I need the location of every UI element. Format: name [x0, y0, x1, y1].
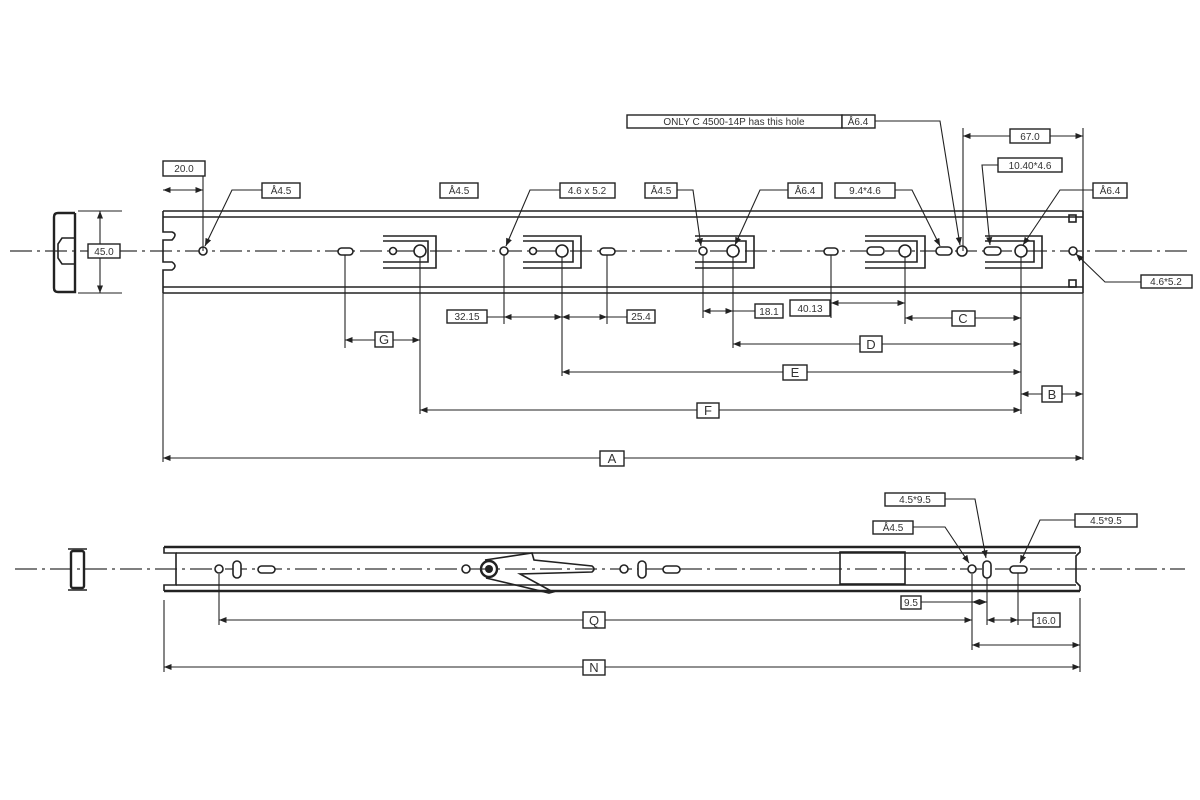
dim-32-15: 32.15 — [454, 312, 479, 323]
dim-40-13: 40.13 — [797, 304, 822, 315]
hole-45-mid-label: Å4.5 — [651, 184, 672, 197]
dim-D: D — [866, 337, 875, 352]
callouts: 4.5*9.5 Å4.5 4.5*9.5 — [872, 492, 1138, 564]
holes — [214, 552, 1028, 594]
dim-25-4: 25.4 — [631, 312, 651, 323]
callouts: 20.0 Å4.5 Å4.5 4.6 x 5.2 Å4.5 Å6.4 9.4*4… — [162, 114, 1193, 460]
slot-46x52-rear-label: 4.6*5.2 — [1150, 277, 1182, 288]
dim-F: F — [704, 403, 712, 418]
slot-1040x46-label: 10.40*4.6 — [1009, 161, 1052, 172]
hole-64-rear-label: Å6.4 — [1100, 184, 1121, 197]
slot-45x95-a-label: 4.5*9.5 — [899, 495, 931, 506]
dim-20: 20.0 — [174, 164, 194, 175]
dim-16: 16.0 — [1036, 616, 1056, 627]
dim-18-1: 18.1 — [759, 307, 779, 318]
profile-section: 45.0 — [52, 210, 122, 294]
dimension-lines: G 32.15 25.4 18.1 40.13 C D E — [162, 255, 1083, 467]
only-hole-note: ONLY C 4500-14P has this hole — [663, 117, 805, 128]
hole-64-mid-label: Å6.4 — [795, 184, 816, 197]
hole-45-label: Å4.5 — [883, 521, 904, 534]
bottom-view: 4.5*9.5 Å4.5 4.5*9.5 9.5 16.0 — [15, 492, 1185, 676]
height-dim: 45.0 — [94, 247, 114, 258]
hole-label-2: Å4.5 — [449, 184, 470, 197]
rail-body — [163, 545, 1081, 593]
dim-C: C — [958, 311, 967, 326]
holes — [198, 235, 1078, 269]
slot-46x52-label: 4.6 x 5.2 — [568, 186, 607, 197]
dim-B: B — [1048, 387, 1057, 402]
top-view: 45.0 — [10, 114, 1193, 467]
slot-45x95-b-label: 4.5*9.5 — [1090, 516, 1122, 527]
dim-E: E — [791, 365, 800, 380]
dim-67: 67.0 — [1020, 132, 1040, 143]
lock-lever — [479, 552, 595, 594]
dim-9-5: 9.5 — [904, 598, 918, 609]
dim-G: G — [379, 332, 389, 347]
dim-Q: Q — [589, 613, 599, 628]
profile-section — [68, 548, 87, 591]
dim-N: N — [589, 660, 598, 675]
dim-A: A — [608, 451, 617, 466]
only-hole-dia: Å6.4 — [848, 115, 869, 128]
slot-94x46-label: 9.4*4.6 — [849, 186, 881, 197]
dimension-lines: 9.5 16.0 Q N — [163, 573, 1081, 676]
hole-front-label: Å4.5 — [271, 184, 292, 197]
